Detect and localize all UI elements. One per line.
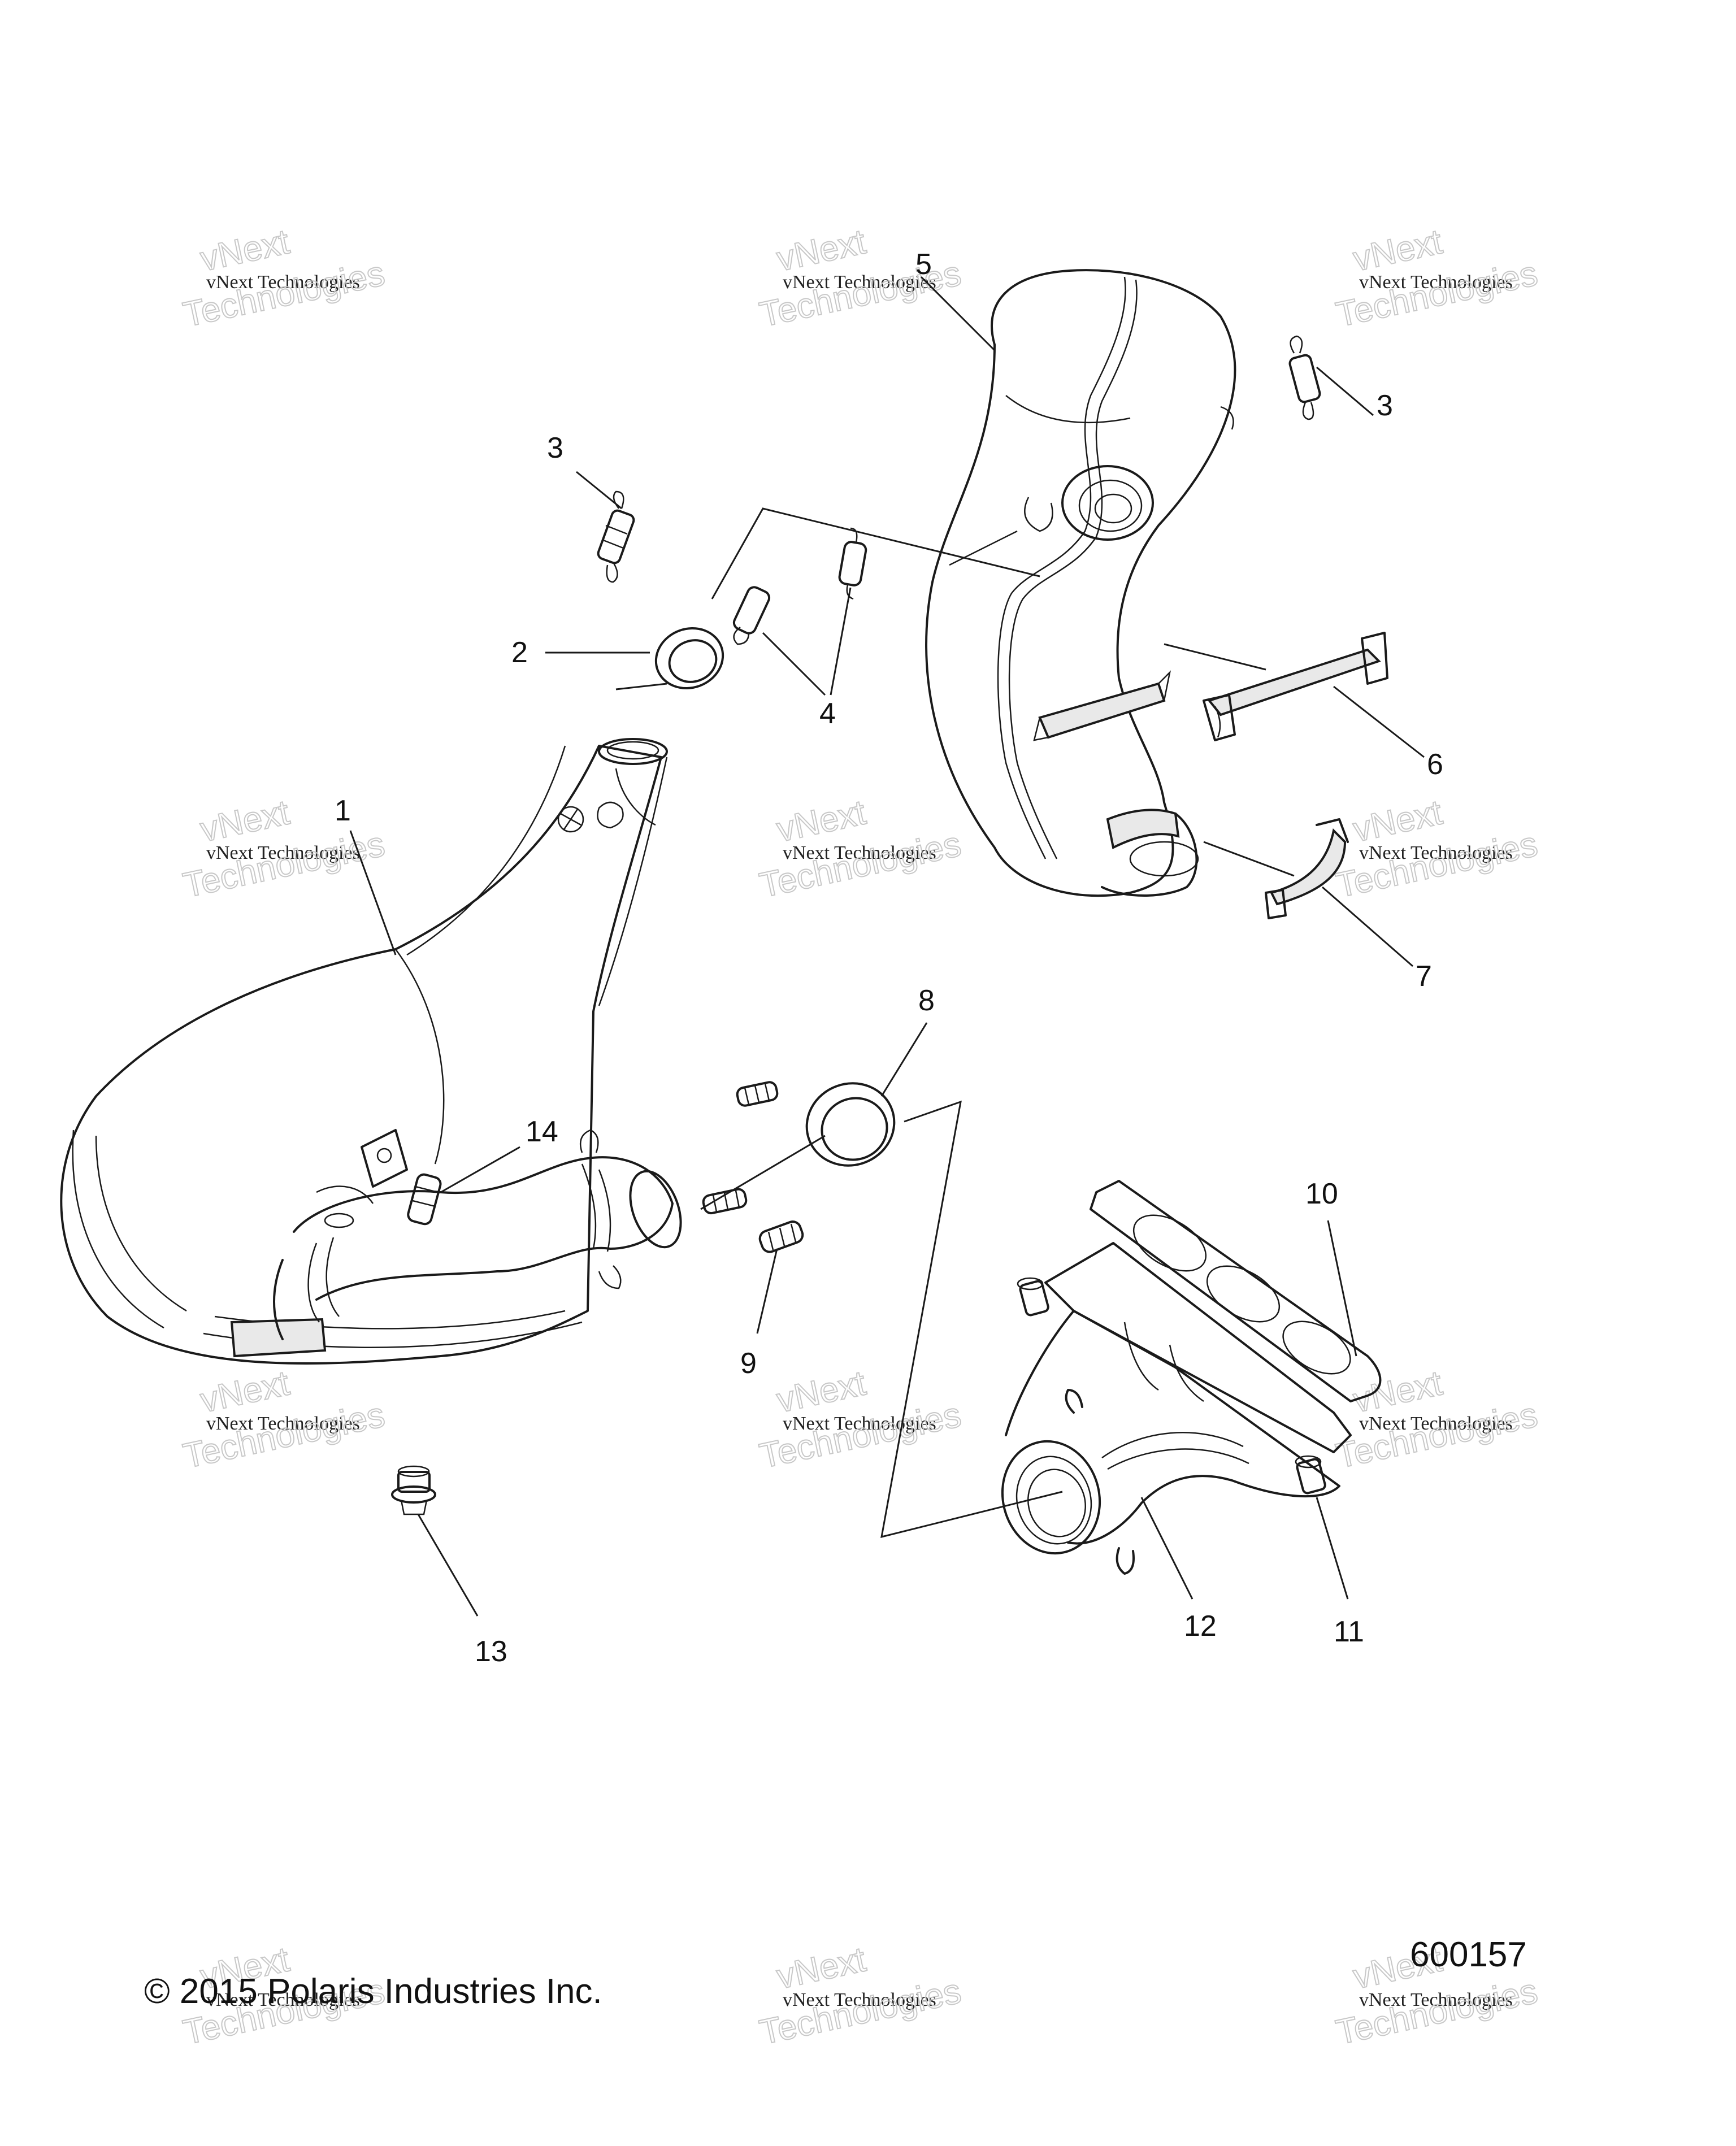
callout-3-right: 3 (1377, 389, 1393, 422)
part-4-springs (732, 527, 867, 645)
part-9-spring (758, 1220, 804, 1253)
leader-8-bracket (880, 1100, 1063, 1539)
callouts: 1 2 3 3 4 5 6 7 8 9 10 11 12 13 14 (335, 248, 1443, 1668)
watermark: vNext vNext Technologies Technologies (756, 792, 965, 906)
svg-text:vNext Technologies: vNext Technologies (783, 1989, 936, 2010)
callout-6: 6 (1427, 748, 1443, 781)
svg-text:vNext Technologies: vNext Technologies (783, 842, 936, 863)
leader-2-connector (615, 683, 667, 690)
leader-5 (920, 276, 996, 351)
leader-11 (1316, 1497, 1349, 1600)
part-3-spring-right (1288, 335, 1321, 420)
svg-text:vNext: vNext (774, 222, 869, 279)
leader-8 (880, 1022, 928, 1097)
leader-12 (1140, 1497, 1194, 1600)
leader-7 (1322, 886, 1413, 967)
watermark: vNext vNext Technologies Technologies (756, 221, 965, 335)
callout-9: 9 (740, 1347, 757, 1380)
svg-text:vNext: vNext (1350, 1363, 1446, 1420)
part-2-seal-ring (654, 627, 724, 689)
callout-1: 1 (335, 794, 351, 827)
watermark: vNext vNext Technologies Technologies (179, 1363, 388, 1476)
leader-4b (830, 587, 852, 696)
callout-14: 14 (526, 1115, 558, 1148)
watermark: vNext vNext Technologies Technologies (1332, 221, 1541, 335)
part-10-gasket (1090, 1180, 1382, 1402)
svg-text:vNext: vNext (197, 793, 293, 849)
callout-10: 10 (1305, 1178, 1338, 1210)
part-11-bolts (1017, 1277, 1326, 1495)
callout-8: 8 (918, 984, 935, 1017)
svg-text:vNext Technologies: vNext Technologies (783, 272, 936, 293)
svg-text:vNext: vNext (774, 793, 869, 849)
callout-12: 12 (1184, 1610, 1217, 1643)
leader-6 (1333, 685, 1425, 758)
svg-text:vNext Technologies: vNext Technologies (206, 1413, 360, 1434)
svg-text:vNext: vNext (1350, 222, 1446, 279)
svg-text:vNext: vNext (774, 1940, 869, 1996)
leader-10 (1327, 1220, 1357, 1357)
part-8-seal-ring (805, 1082, 896, 1167)
watermark: vNext vNext Technologies Technologies (756, 1939, 965, 2053)
svg-text:vNext Technologies: vNext Technologies (206, 272, 360, 293)
springs-center (407, 1081, 804, 1253)
leader-4-bracket (711, 507, 1040, 600)
watermark: vNext vNext Technologies Technologies (179, 221, 388, 335)
svg-text:vNext: vNext (197, 1363, 293, 1420)
watermarks: vNext vNext Technologies Technologies vN… (179, 221, 1541, 2053)
callout-3-left: 3 (547, 432, 563, 464)
copyright-text: © 2015 Polaris Industries Inc. (144, 1972, 602, 2011)
part-6-strap (1203, 632, 1388, 741)
leader-9 (756, 1248, 778, 1334)
leader-13 (417, 1514, 479, 1617)
callout-13: 13 (475, 1635, 507, 1668)
part-7-clip (1265, 818, 1349, 919)
leader-3-left (576, 471, 622, 510)
callout-5: 5 (915, 248, 932, 281)
part-3-spring-left (597, 490, 635, 583)
leader-8-connector (700, 1135, 826, 1210)
leader-1 (349, 830, 397, 955)
leader-3-right (1316, 366, 1374, 416)
svg-text:vNext: vNext (197, 222, 293, 279)
callout-2: 2 (511, 636, 528, 669)
svg-text:vNext Technologies: vNext Technologies (783, 1413, 936, 1434)
watermark: vNext vNext Technologies Technologies (756, 1363, 965, 1476)
callout-4: 4 (819, 697, 836, 730)
svg-text:vNext: vNext (774, 1363, 869, 1420)
leader-6-connector (1164, 643, 1266, 671)
svg-text:vNext Technologies: vNext Technologies (1359, 842, 1513, 863)
svg-text:vNext Technologies: vNext Technologies (206, 1989, 360, 2010)
callout-11: 11 (1334, 1615, 1364, 1648)
part-13-plug (391, 1465, 436, 1515)
watermark: vNext vNext Technologies Technologies (1332, 1363, 1541, 1476)
callout-7: 7 (1416, 960, 1432, 993)
watermark: vNext vNext Technologies Technologies (1332, 792, 1541, 906)
part-14-spring (407, 1173, 442, 1226)
figure-number: 600157 (1410, 1935, 1527, 1974)
leader-lines (349, 276, 1425, 1617)
svg-text:vNext Technologies: vNext Technologies (1359, 1989, 1513, 2010)
svg-text:vNext Technologies: vNext Technologies (1359, 1413, 1513, 1434)
leader-7-connector (1203, 841, 1295, 877)
svg-text:vNext: vNext (1350, 793, 1446, 849)
svg-text:vNext Technologies: vNext Technologies (206, 842, 360, 863)
leader-14 (440, 1146, 520, 1193)
part-1-silencer (60, 738, 682, 1365)
part-5-muffler (925, 269, 1236, 897)
leader-4a (762, 632, 826, 696)
part-12-manifold (1001, 1242, 1352, 1575)
svg-text:vNext Technologies: vNext Technologies (1359, 272, 1513, 293)
